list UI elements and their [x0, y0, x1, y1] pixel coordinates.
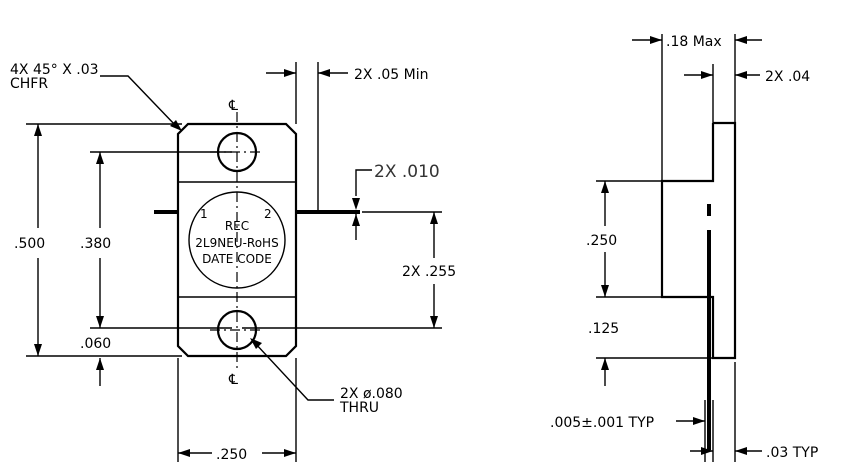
side-view: .18 Max 2X .04 .250 .125 .005±.001 TYP	[550, 34, 818, 462]
lead-offset-arrow-bottom	[430, 316, 438, 328]
lead-height-arrow	[601, 358, 609, 370]
lead-width-arrow-right	[318, 69, 330, 77]
max-thickness-arrow-right	[735, 36, 747, 44]
max-thickness-label: .18 Max	[666, 34, 722, 50]
hole-offset-label: .060	[80, 336, 111, 352]
package-outline	[176, 122, 298, 358]
width-arrow-left	[178, 449, 190, 457]
lead-thickness-side-arrow	[693, 417, 705, 425]
lead-thickness-leader	[355, 169, 372, 196]
flange-thickness-label: 2X .04	[765, 69, 810, 85]
hole-spacing-arrow-top	[96, 152, 104, 164]
flange-thickness-arrow-right	[735, 71, 747, 79]
hole-note-leader	[253, 341, 334, 401]
chamfer-leader	[100, 75, 177, 127]
lead-offset-label: 2X .255	[402, 264, 456, 280]
side-body-outline	[660, 121, 737, 360]
flange-offset-label: .03 TYP	[766, 445, 818, 461]
body-height-label: .250	[586, 233, 617, 249]
body-height-arrow-top	[601, 181, 609, 193]
front-view: ℄ ℄ 1 2 REC 2L9NEU-RoHS DATE CODE 4X 45°…	[10, 62, 456, 463]
hole-note-line-2: THRU	[339, 400, 379, 416]
pin-2-label: 2	[264, 207, 272, 221]
lead-thickness-note: 2X .010	[374, 162, 440, 182]
chamfer-note-line-2: CHFR	[10, 76, 48, 92]
marking-line-2: 2L9NEU-RoHS	[195, 236, 278, 250]
chamfer-leader-arrow	[170, 120, 182, 131]
height-overall-label: .500	[14, 236, 45, 252]
height-arrow-top	[34, 124, 42, 136]
lead-thickness-arrow-bottom	[352, 214, 360, 226]
body-height-arrow-bottom	[601, 285, 609, 297]
width-arrow-right	[284, 449, 296, 457]
lead-offset-arrow-top	[430, 212, 438, 224]
marking-line-1: REC	[225, 219, 249, 233]
flange-thickness-arrow-left	[701, 71, 713, 79]
marking-line-3: DATE CODE	[202, 252, 272, 266]
lead-thickness-side-label: .005±.001 TYP	[550, 415, 654, 431]
centerline-symbol-top: ℄	[228, 98, 238, 114]
hole-offset-arrow	[96, 358, 104, 370]
lead-height-label: .125	[588, 321, 619, 337]
hole-spacing-label: .380	[80, 236, 111, 252]
hole-note-line-1: 2X ø.080	[340, 386, 403, 402]
hole-note-arrow	[250, 338, 262, 349]
flange-offset-arrow-left	[701, 447, 713, 455]
centerline-symbol-bottom: ℄	[228, 372, 238, 388]
flange-offset-arrow-right	[735, 447, 747, 455]
chamfer-note-line-1: 4X 45° X .03	[10, 62, 99, 78]
max-thickness-arrow-left	[650, 36, 662, 44]
height-arrow-bottom	[34, 344, 42, 356]
pin-1-label: 1	[200, 207, 208, 221]
hole-spacing-arrow-bottom	[96, 316, 104, 328]
width-label: .250	[216, 447, 247, 463]
lead-thickness-arrow-top	[352, 198, 360, 210]
lead-width-note: 2X .05 Min	[354, 67, 429, 83]
lead-width-arrow-left	[284, 69, 296, 77]
